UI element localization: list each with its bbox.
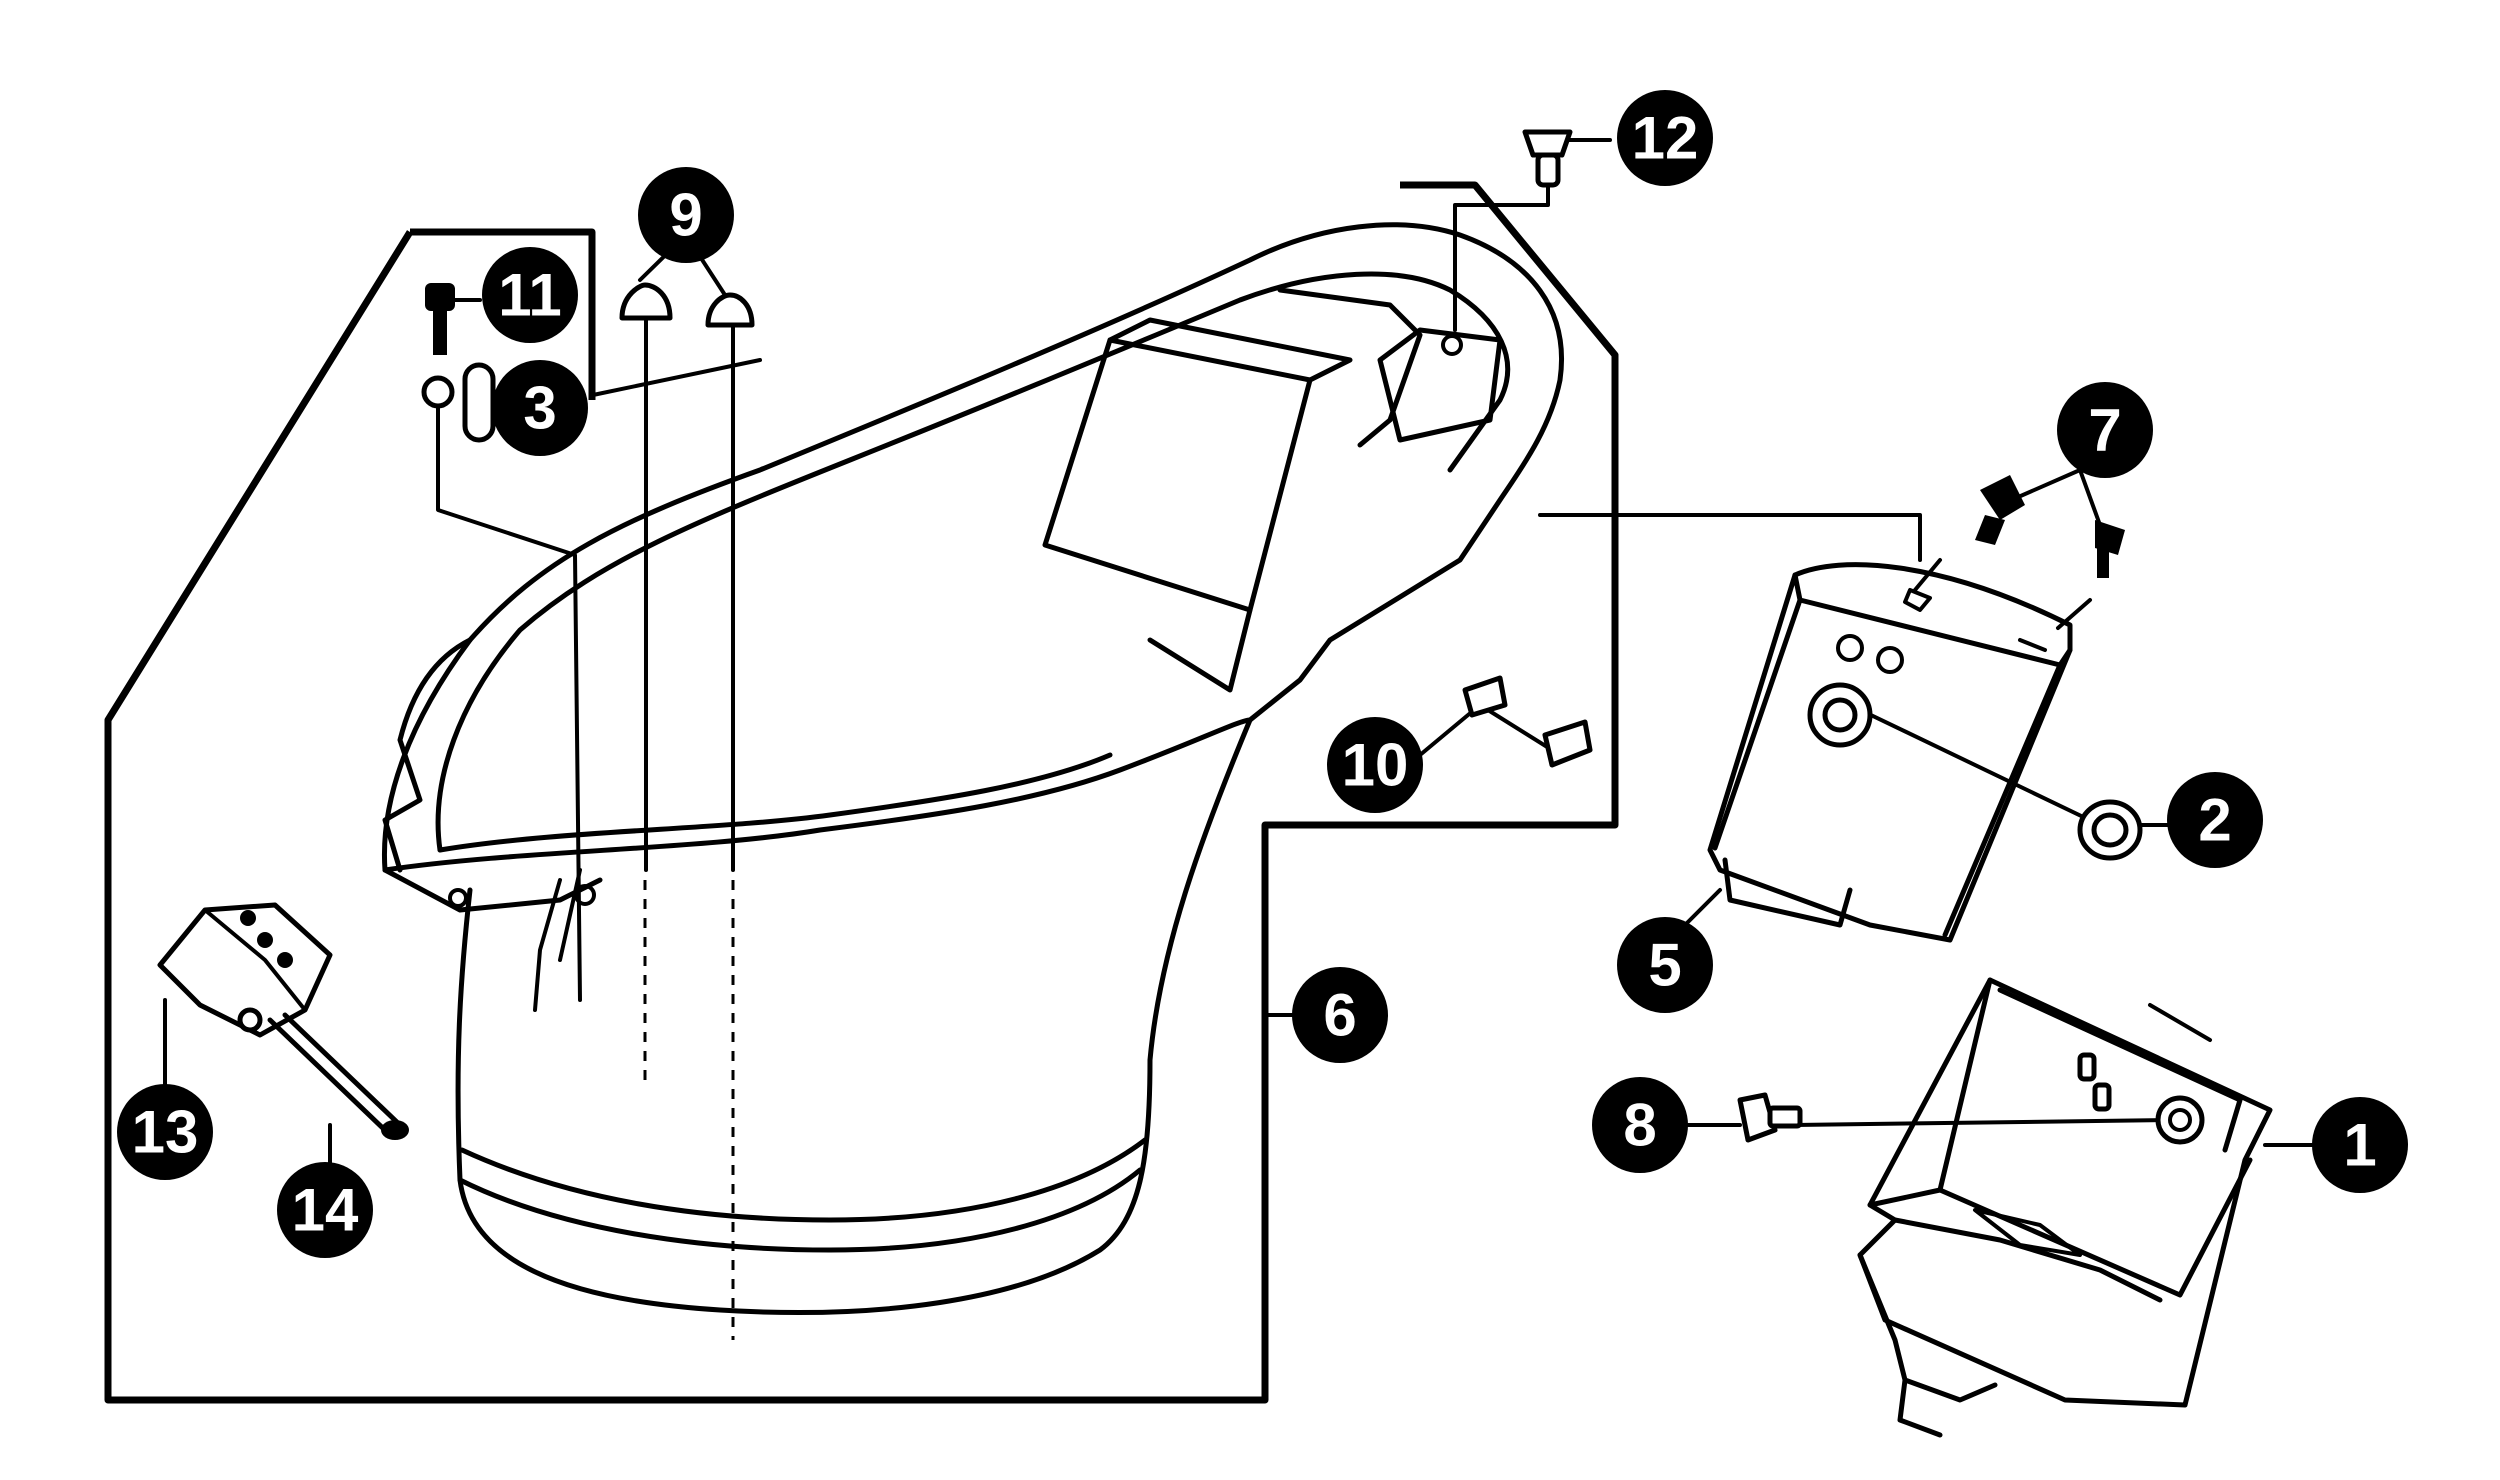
- callout-1-label: 1: [2343, 1112, 2376, 1179]
- callout-7: 7: [2057, 382, 2153, 478]
- callout-13-label: 13: [132, 1099, 199, 1166]
- screw-part-7a: [1975, 475, 2025, 545]
- callout-11: 11: [482, 247, 578, 343]
- clip-part-3: [421, 362, 496, 443]
- callout-14: 14: [277, 1162, 373, 1258]
- callout-10-label: 10: [1342, 732, 1409, 799]
- clip-part-10a: [1462, 675, 1508, 718]
- callout-3: 3: [492, 360, 588, 456]
- callout-10: 10: [1327, 717, 1423, 813]
- grommet-part-2: [2077, 799, 2143, 861]
- clip-part-10b: [1542, 719, 1593, 768]
- screw-part-11: [425, 283, 455, 355]
- callout-6: 6: [1292, 967, 1388, 1063]
- callout-1: 1: [2312, 1097, 2408, 1193]
- callout-6-label: 6: [1323, 982, 1356, 1049]
- bracket-part-13: [157, 902, 333, 1038]
- callout-3-label: 3: [523, 375, 556, 442]
- callout-2: 2: [2167, 772, 2263, 868]
- bolt-part-8: [1737, 1092, 1803, 1143]
- callout-2-label: 2: [2198, 787, 2231, 854]
- callout-9-label: 9: [669, 182, 702, 249]
- callout-7-label: 7: [2088, 397, 2121, 464]
- callout-5-label: 5: [1648, 932, 1681, 999]
- assembly-frame-6: [104, 181, 1619, 1404]
- cap-nut-part-9b: [705, 292, 755, 328]
- callout-13: 13: [117, 1084, 213, 1180]
- box-part-5: [1707, 562, 2073, 943]
- callout-12: 12: [1617, 90, 1713, 186]
- callout-12-label: 12: [1632, 105, 1699, 172]
- callout-11-label: 11: [498, 262, 561, 329]
- cap-nut-part-9a: [619, 282, 673, 321]
- callout-9: 9: [638, 167, 734, 263]
- push-rivet-part-12: [1522, 129, 1573, 188]
- callout-8: 8: [1592, 1077, 1688, 1173]
- leader-lines: [163, 138, 2322, 1172]
- cable-part-14: [267, 1012, 409, 1140]
- callout-8-label: 8: [1623, 1092, 1656, 1159]
- screw-part-7b: [2095, 520, 2125, 578]
- storage-bin-part-6: [381, 222, 1564, 1340]
- box-part-1: [1857, 977, 2273, 1438]
- callout-14-label: 14: [292, 1177, 359, 1244]
- callout-5: 5: [1617, 917, 1713, 1013]
